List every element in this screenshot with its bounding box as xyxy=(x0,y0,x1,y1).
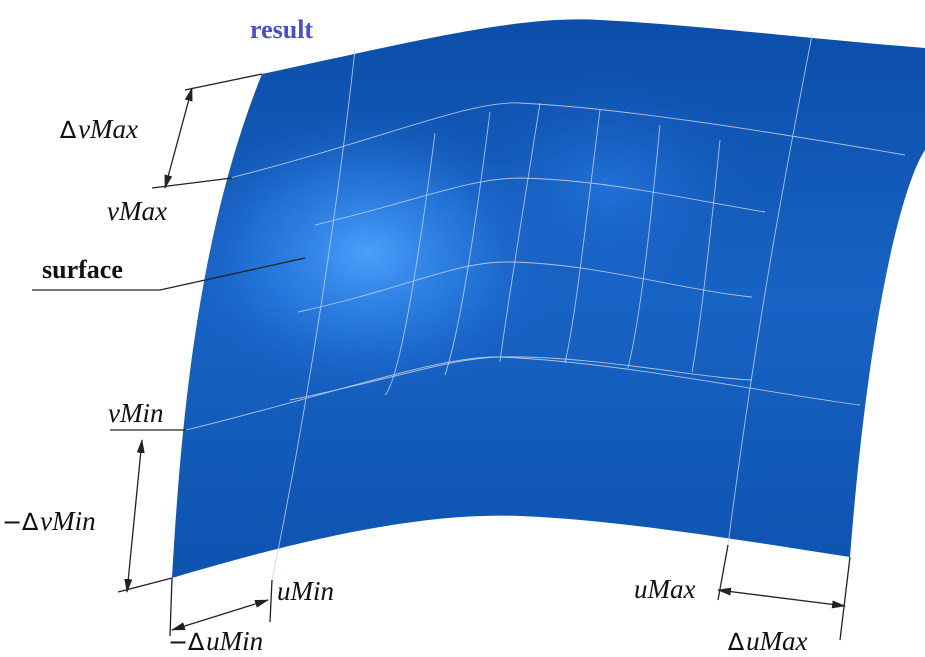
delta-umax-arrow xyxy=(717,587,846,609)
vmax-base-extension xyxy=(151,177,233,189)
minus-delta-umin-symbol: −∆ xyxy=(168,628,205,656)
delta-vmax-arrow xyxy=(164,87,193,189)
minus-delta-umin-label: −∆uMin xyxy=(168,626,263,656)
delta-vmax-label: ∆vMax xyxy=(59,114,138,144)
surface-label: surface xyxy=(42,255,123,284)
delta-vmax-text: vMax xyxy=(78,114,138,144)
umin-extension xyxy=(269,579,273,623)
delta-umax-symbol: ∆ xyxy=(727,628,745,656)
u-isoline-left-ext xyxy=(271,49,356,581)
surface-grid xyxy=(185,34,906,581)
dimensions xyxy=(32,73,851,641)
umax-extension xyxy=(717,544,729,601)
minus-delta-umin-text: uMin xyxy=(206,626,263,656)
vmax-top-extension xyxy=(184,73,263,91)
umin-left-extension xyxy=(169,577,173,637)
delta-vmax-symbol: ∆ xyxy=(59,116,77,144)
surface-leader xyxy=(32,257,306,291)
minus-delta-vmin-arrow xyxy=(124,439,145,593)
u-isoline-1 xyxy=(384,132,436,396)
result-label: result xyxy=(250,15,313,44)
u-isoline-6 xyxy=(691,139,721,373)
delta-umax-label: ∆uMax xyxy=(727,626,808,656)
minus-delta-umin-arrow xyxy=(171,599,269,631)
v-isoline-2 xyxy=(297,261,753,313)
u-isoline-right-ext xyxy=(727,34,813,546)
umin-label: uMin xyxy=(277,576,334,606)
vmin-bottom-extension xyxy=(117,577,173,593)
minus-delta-vmin-text: vMin xyxy=(40,506,95,536)
minus-delta-vmin-symbol: −∆ xyxy=(2,508,39,536)
u-isoline-5 xyxy=(627,124,661,369)
vmin-label: vMin xyxy=(108,398,163,428)
umax-label: uMax xyxy=(634,574,695,604)
u-isoline-4 xyxy=(564,109,601,364)
minus-delta-vmin-label: −∆vMin xyxy=(2,506,96,536)
v-max-isoline xyxy=(229,102,906,179)
surface-highlight-center xyxy=(172,19,925,578)
v-isoline-1 xyxy=(314,177,766,226)
u-isoline-3 xyxy=(499,102,541,363)
u-isoline-2 xyxy=(444,111,491,376)
vmax-label: vMax xyxy=(107,196,167,226)
delta-umax-text: uMax xyxy=(746,626,807,656)
umax-right-extension xyxy=(839,556,851,641)
